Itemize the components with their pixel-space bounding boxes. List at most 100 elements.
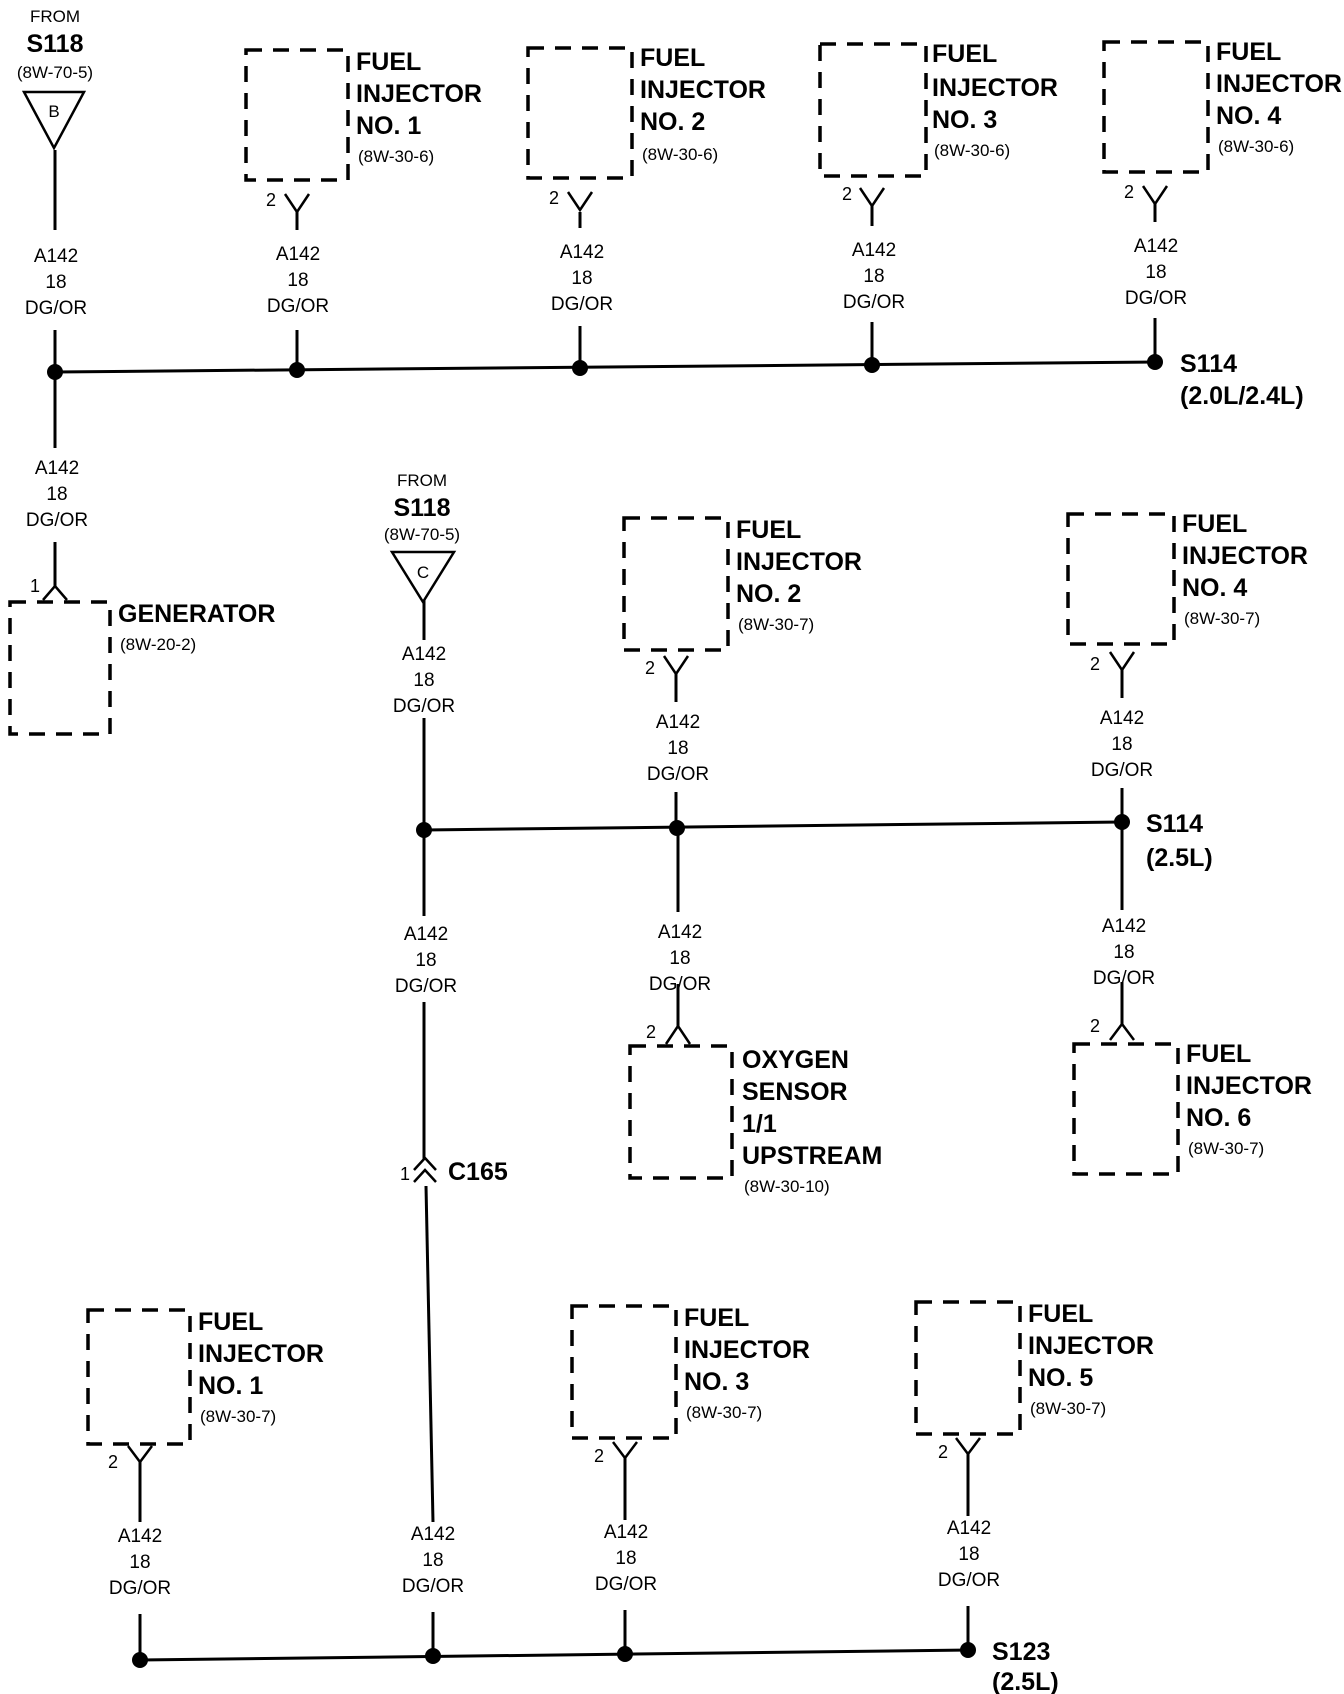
component-line: INJECTOR: [1182, 542, 1308, 570]
wire-gauge: 18: [46, 484, 67, 505]
component-line: OXYGEN: [742, 1046, 849, 1074]
component-inj6: 2 FUEL INJECTOR NO. 6 (8W-30-7): [1072, 1016, 1312, 1176]
component-box: [8, 600, 112, 736]
wire-gauge: 18: [1111, 734, 1132, 755]
junction-dot: [289, 362, 305, 378]
component-line: NO. 4: [1216, 102, 1281, 130]
wire-color: DG/OR: [551, 294, 613, 315]
component-box: [526, 46, 634, 180]
component-inj3-top: 2 FUEL INJECTOR NO. 3 (8W-30-6): [818, 40, 1058, 209]
top-bus-wire: [54, 360, 1156, 374]
wire-gauge: 18: [129, 1552, 150, 1573]
middle-bus-wire: [423, 820, 1123, 832]
splice-dots: [47, 354, 1163, 1668]
connector-pin-icon: [858, 187, 886, 209]
component-ref: (8W-30-7): [686, 1403, 762, 1422]
wire-color: DG/OR: [1093, 968, 1155, 989]
component-line: NO. 1: [198, 1372, 263, 1400]
source-splice-name: S118: [393, 494, 450, 522]
component-line: INJECTOR: [736, 548, 862, 576]
wire-color: DG/OR: [938, 1570, 1000, 1591]
component-inj1-bot: 2 FUEL INJECTOR NO. 1 (8W-30-7): [86, 1308, 324, 1472]
splice-s123: S123 (2.5L): [992, 1638, 1059, 1694]
wire-color: DG/OR: [395, 976, 457, 997]
wire-gauge: 18: [287, 270, 308, 291]
connector-pin-icon: [127, 1445, 153, 1465]
connector-pin-icon: [1109, 1021, 1135, 1041]
inline-connector-icon: [413, 1156, 437, 1183]
wire-circuit: A142: [404, 924, 448, 945]
component-line: NO. 3: [932, 106, 997, 134]
component-inj3-bot: 2 FUEL INJECTOR NO. 3 (8W-30-7): [570, 1304, 810, 1466]
splice-s114-top: S114 (2.0L/2.4L): [1180, 350, 1304, 410]
component-ref: (8W-30-6): [934, 141, 1010, 160]
wire-circuit: A142: [560, 242, 604, 263]
wire-circuit: A142: [947, 1518, 991, 1539]
wire-color: DG/OR: [402, 1576, 464, 1597]
wire-label: A142 18 DG/OR: [25, 246, 87, 319]
wire-gauge: 18: [415, 950, 436, 971]
junction-dot: [416, 822, 432, 838]
splice-name: S123: [992, 1638, 1050, 1666]
component-ref: (8W-30-6): [642, 145, 718, 164]
source-s118-c: FROM S118 (8W-70-5) C: [384, 471, 460, 605]
component-line: 1/1: [742, 1110, 777, 1138]
wire-gauge: 18: [422, 1550, 443, 1571]
connector-pin-icon: [566, 191, 594, 213]
wire-color: DG/OR: [649, 974, 711, 995]
connector-name: C165: [448, 1158, 508, 1186]
component-line: NO. 4: [1182, 574, 1247, 602]
component-ref: (8W-30-10): [744, 1177, 830, 1196]
wire-label: A142 18 DG/OR: [649, 922, 711, 995]
component-inj2-mid: 2 FUEL INJECTOR NO. 2 (8W-30-7): [622, 516, 862, 678]
component-line: FUEL: [198, 1308, 263, 1336]
wire-circuit: A142: [118, 1526, 162, 1547]
junction-dot: [132, 1652, 148, 1668]
wire-label: A142 18 DG/OR: [595, 1522, 657, 1595]
wire-label: A142 18 DG/OR: [393, 644, 455, 717]
pin-number: 2: [938, 1442, 948, 1462]
component-line: INJECTOR: [1216, 70, 1342, 98]
component-ref: (8W-20-2): [120, 635, 196, 654]
component-box: [570, 1304, 678, 1440]
wire-circuit: A142: [656, 712, 700, 733]
wire-labels: A142 18 DG/OR A142 18 DG/OR A142 18 DG/O…: [25, 236, 1187, 1599]
component-line: FUEL: [1186, 1040, 1251, 1068]
wire-gauge: 18: [863, 266, 884, 287]
connector-pin-icon: [664, 1023, 692, 1045]
wire-label: A142 18 DG/OR: [267, 244, 329, 317]
component-ref: (8W-30-7): [1188, 1139, 1264, 1158]
wire-gauge: 18: [1113, 942, 1134, 963]
wire-gauge: 18: [1145, 262, 1166, 283]
connector-pin-icon: [1108, 651, 1136, 673]
component-inj4-top: 2 FUEL INJECTOR NO. 4 (8W-30-6): [1102, 38, 1342, 207]
wire-label: A142 18 DG/OR: [938, 1518, 1000, 1591]
splice-name: S114: [1180, 350, 1237, 378]
pin-number: 2: [594, 1446, 604, 1466]
component-inj4-mid: 2 FUEL INJECTOR NO. 4 (8W-30-7): [1066, 510, 1308, 674]
wire-circuit: A142: [34, 246, 78, 267]
wire-color: DG/OR: [647, 764, 709, 785]
component-box: [86, 1308, 192, 1446]
component-line: INJECTOR: [932, 74, 1058, 102]
wire-gauge: 18: [667, 738, 688, 759]
splice-name: S114: [1146, 810, 1203, 838]
component-ref: (8W-30-7): [1030, 1399, 1106, 1418]
wire-gauge: 18: [413, 670, 434, 691]
component-line: NO. 6: [1186, 1104, 1251, 1132]
connector-pin-icon: [283, 193, 311, 215]
component-ref: (8W-30-6): [358, 147, 434, 166]
component-line: FUEL: [1216, 38, 1281, 66]
wire-circuit: A142: [1134, 236, 1178, 257]
wire-label: A142 18 DG/OR: [1093, 916, 1155, 989]
component-line: INJECTOR: [640, 76, 766, 104]
wire-color: DG/OR: [1125, 288, 1187, 309]
wire-circuit: A142: [658, 922, 702, 943]
component-line: GENERATOR: [118, 600, 275, 628]
splice-s114-top-dot: [1147, 354, 1163, 370]
pin-number: 2: [645, 658, 655, 678]
junction-dot: [864, 357, 880, 373]
wire-circuit: A142: [276, 244, 320, 265]
component-box: [1072, 1042, 1180, 1176]
source-letter: C: [417, 563, 429, 582]
